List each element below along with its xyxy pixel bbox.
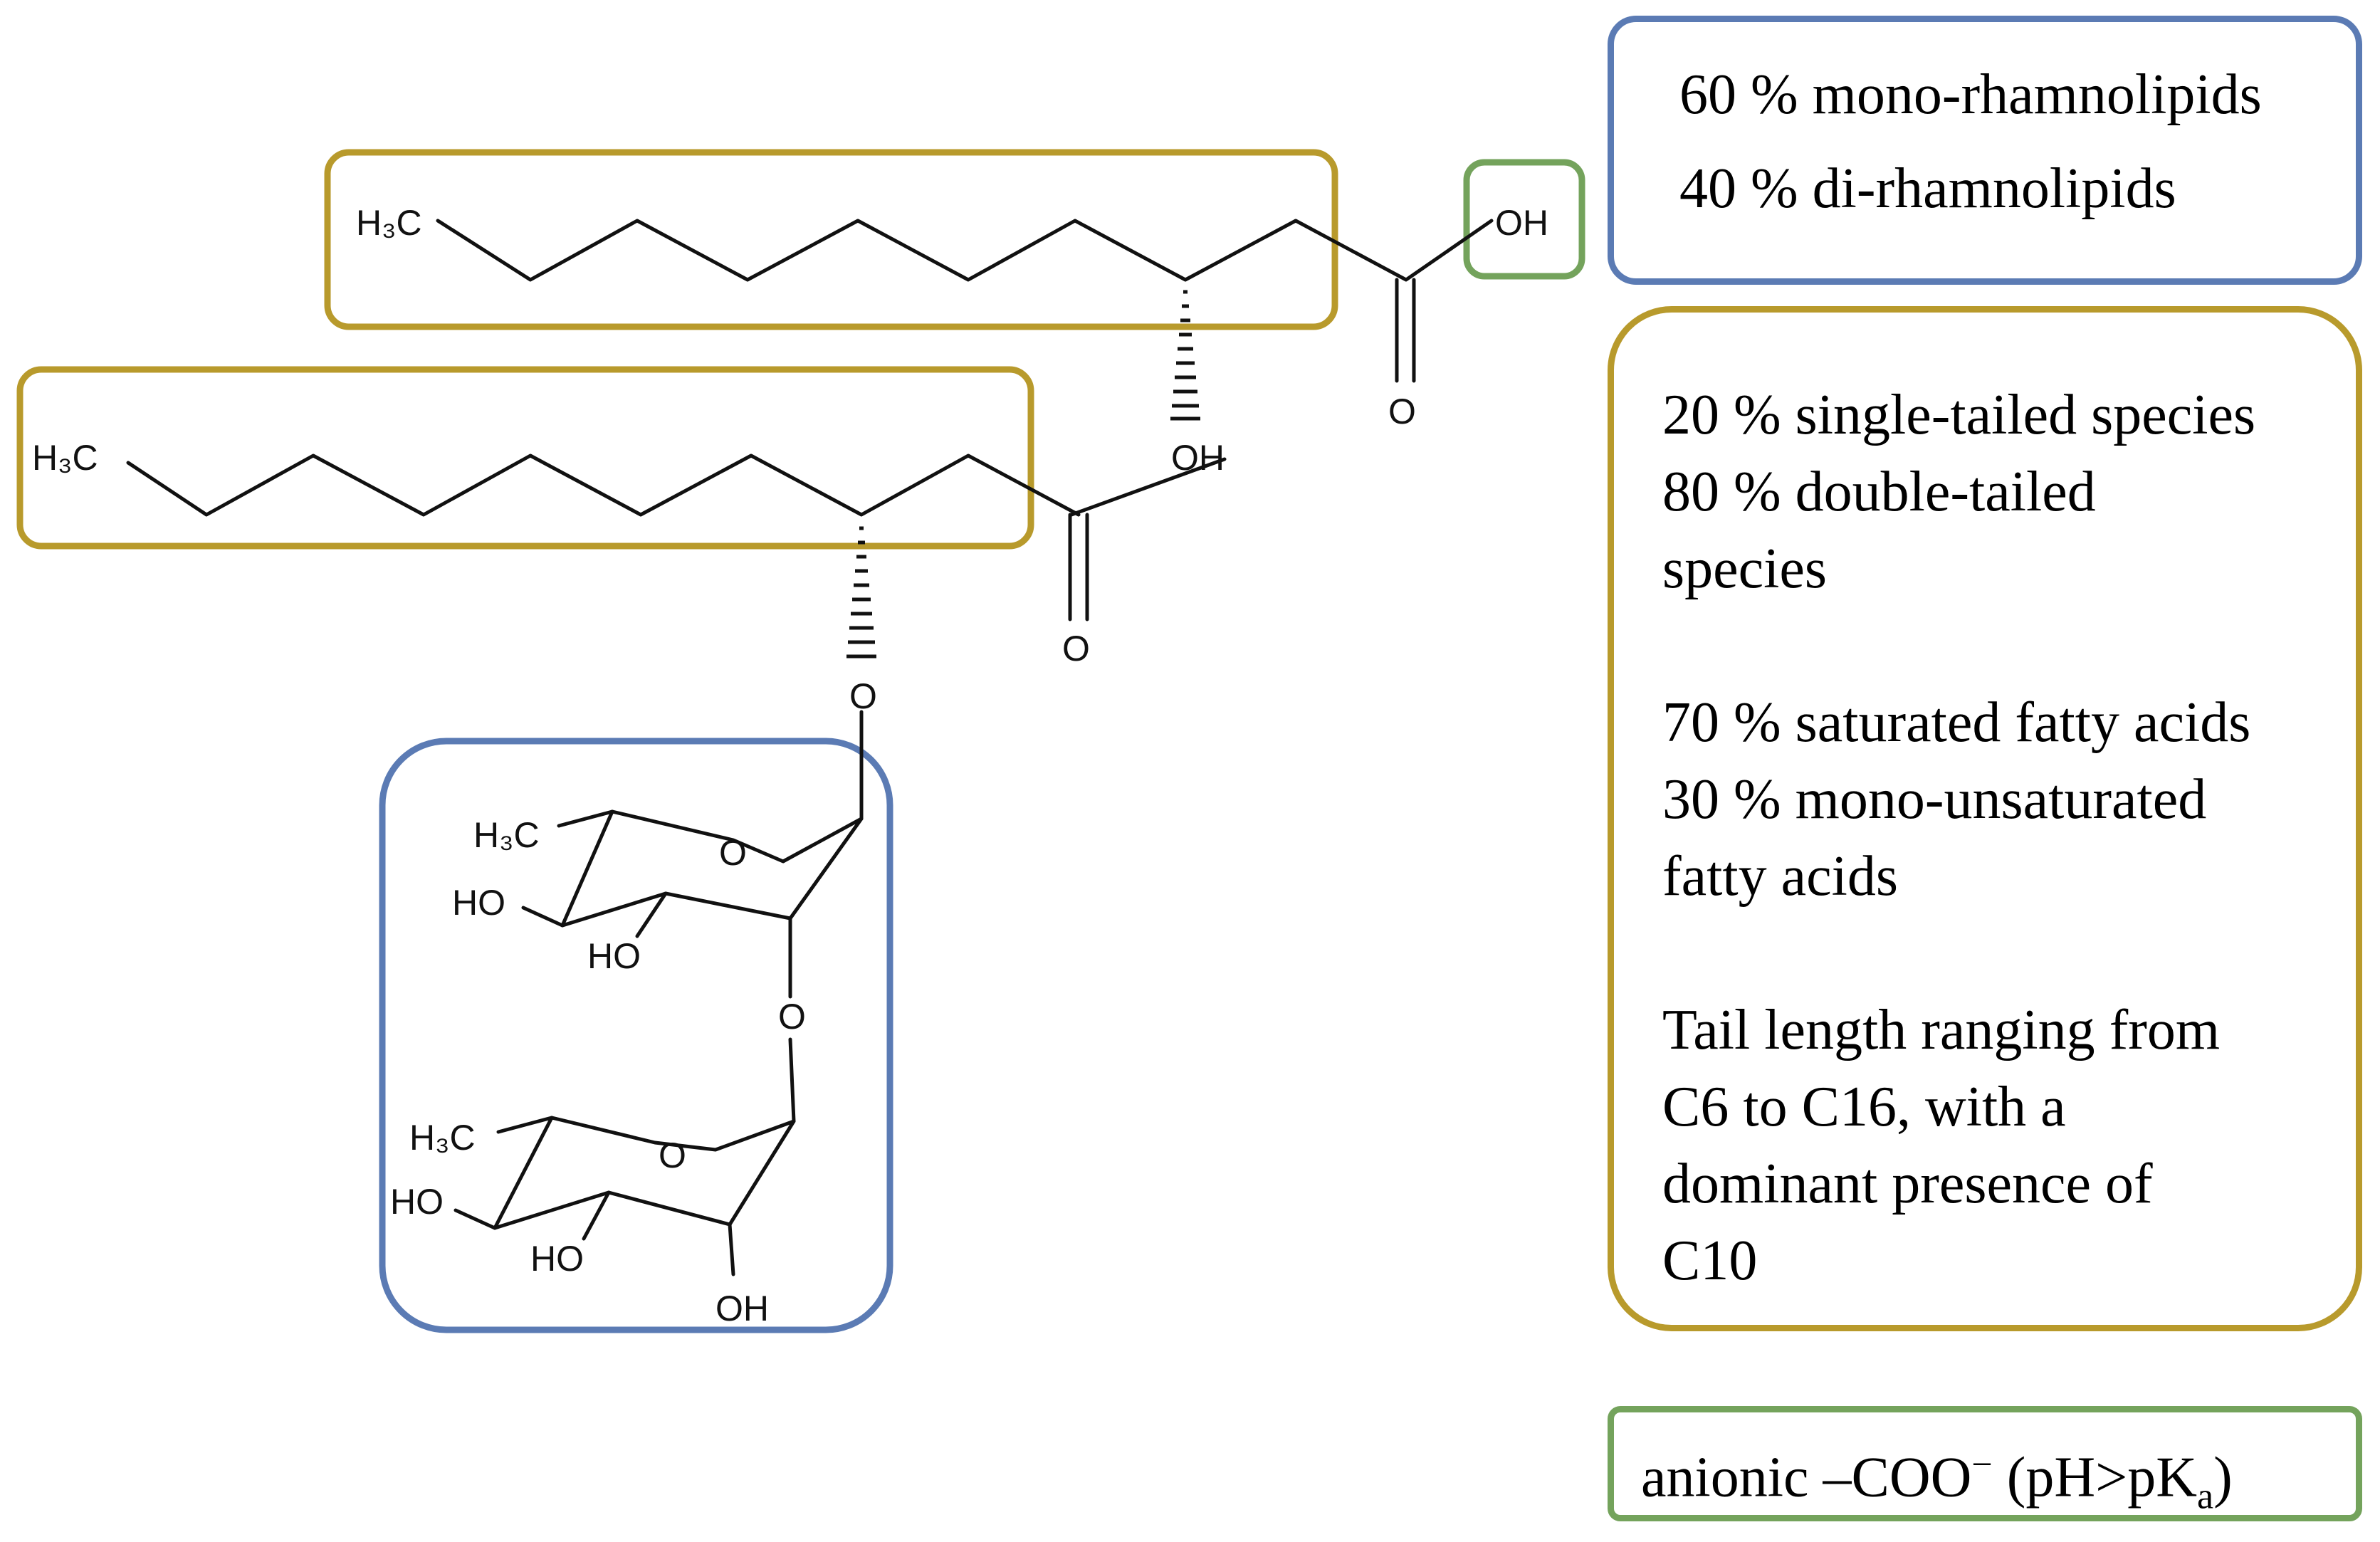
beta-hydroxyl-label: OH — [1171, 438, 1225, 478]
rha1-methyl-label: H₃C — [473, 815, 540, 855]
lower-methyl-label: H₃C — [32, 438, 98, 478]
charge-panel: anionic –COO− (pH>pKa) — [1608, 1406, 2362, 1521]
rhamnose-ring-1 — [560, 809, 864, 928]
mono-unsaturated-text: 30 % mono-unsaturated — [1662, 768, 2207, 831]
tail-length-text-1: Tail length ranging from — [1662, 999, 2221, 1061]
charge-suffix: ) — [2213, 1446, 2233, 1509]
rha2-oh-bond — [728, 1222, 735, 1276]
mono-rhamnolipid-text: 60 % mono-rhamnolipids — [1679, 63, 2262, 126]
rha2-hydroxyl-b-label: HO — [530, 1239, 584, 1279]
charge-superscript: − — [1971, 1444, 1993, 1485]
lower-alkyl-chain — [126, 453, 1081, 517]
rha2-methyl-bond — [496, 1116, 554, 1134]
rhamnose-highlight-box — [379, 738, 893, 1333]
tail-length-text-3: dominant presence of — [1662, 1153, 2153, 1215]
rha2-ho-bond-a — [454, 1208, 497, 1230]
saturated-fatty-acids-text: 70 % saturated fatty acids — [1662, 691, 2251, 754]
upper-alkyl-chain — [436, 219, 1494, 282]
tail-length-text-4: C10 — [1662, 1229, 1758, 1292]
tail-composition-panel: 20 % single-tailed species 80 % double-t… — [1608, 306, 2362, 1331]
rha2-methyl-label: H₃C — [409, 1118, 476, 1158]
rha1-hydroxyl-b-label: HO — [587, 936, 641, 976]
di-rhamnolipid-text: 40 % di-rhamnolipids — [1679, 157, 2176, 220]
rha2-ho-bond-b — [582, 1190, 611, 1241]
rha1-ho-bond-b — [635, 891, 668, 938]
rha1-methyl-bond — [557, 809, 614, 828]
rhamnose-ring-2 — [493, 1116, 796, 1230]
glycosidic-oxygen-label: O — [849, 676, 877, 716]
charge-prefix: anionic –COO — [1641, 1446, 1972, 1509]
rha1-ho-bond-a — [521, 906, 565, 928]
upper-methyl-label: H₃C — [356, 203, 422, 243]
lower-tail-highlight-box — [16, 366, 1034, 550]
carboxyl-highlight-box — [1463, 159, 1585, 280]
linking-oxygen-label: O — [778, 997, 806, 1037]
double-tailed-text-continued: species — [1662, 537, 1828, 600]
charge-middle: (pH>pK — [1992, 1446, 2198, 1509]
carboxylic-oh-label: OH — [1495, 203, 1548, 243]
lower-hashed-bond — [846, 526, 876, 659]
oh-beta-to-ester-bond — [1069, 457, 1227, 517]
rha1-ring-oxygen-label: O — [719, 833, 747, 873]
upper-tail-highlight-box — [324, 149, 1338, 330]
rha2-ring-oxygen-label: O — [659, 1135, 686, 1175]
inter-rhamnose-bond-b — [788, 1037, 796, 1123]
tail-length-text-2: C6 to C16, with a — [1662, 1076, 2066, 1138]
headgroup-ratio-panel: 60 % mono-rhamnolipids 40 % di-rhamnolip… — [1608, 16, 2362, 285]
rha2-hydroxyl-a-label: HO — [390, 1182, 444, 1222]
double-tailed-text: 80 % double-tailed — [1662, 461, 2096, 523]
rha1-hydroxyl-a-label: HO — [452, 883, 505, 923]
anionic-charge-text: anionic –COO− (pH>pKa) — [1641, 1427, 2356, 1536]
upper-carbonyl-oxygen-label: O — [1388, 392, 1416, 431]
mono-unsaturated-text-continued: fatty acids — [1662, 845, 1898, 908]
single-tailed-text: 20 % single-tailed species — [1662, 384, 2256, 446]
rha2-hydroxyl-c-label: OH — [715, 1289, 769, 1328]
charge-subscript: a — [2197, 1476, 2214, 1517]
upper-hashed-bond — [1170, 290, 1200, 421]
lower-carbonyl-oxygen-label: O — [1062, 629, 1090, 668]
